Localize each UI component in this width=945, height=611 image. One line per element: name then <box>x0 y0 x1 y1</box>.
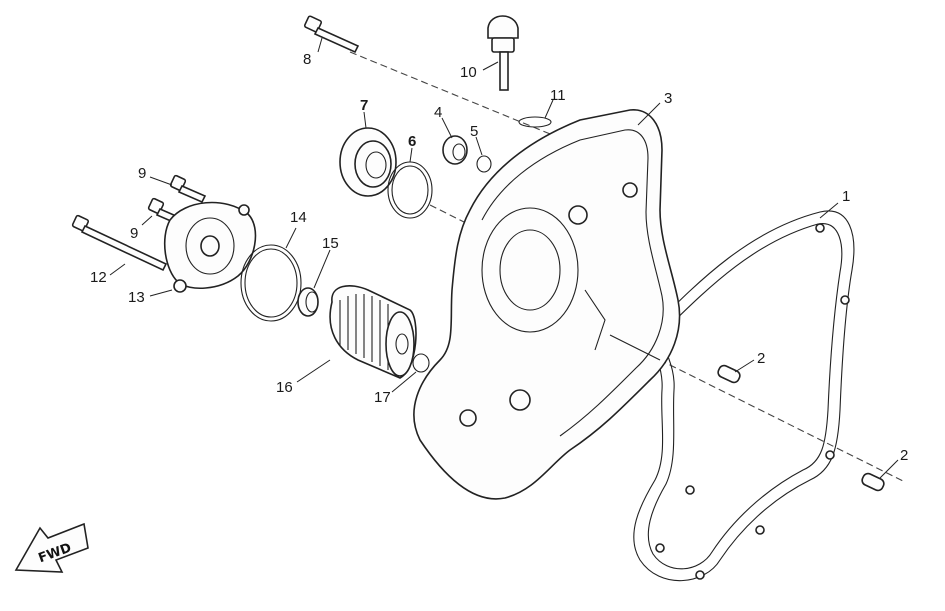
callout-3: 3 <box>664 90 672 107</box>
filter-cover-part-13 <box>163 201 257 293</box>
callout-5: 5 <box>470 123 478 140</box>
plug-part-10 <box>487 15 519 91</box>
callout-9b: 9 <box>130 225 138 242</box>
callout-14: 14 <box>290 209 307 226</box>
o-ring-part-11 <box>518 116 552 128</box>
screw-part-4 <box>442 135 468 165</box>
oil-filter-part-16 <box>329 284 417 379</box>
o-ring-part-14 <box>240 244 302 322</box>
leader-lines <box>109 37 899 479</box>
callout-13: 13 <box>128 289 145 306</box>
bolt-part-9a <box>169 174 207 204</box>
callout-2a: 2 <box>757 350 765 367</box>
callout-9a: 9 <box>138 165 146 182</box>
callout-12: 12 <box>90 269 107 286</box>
spring-part-15 <box>297 287 319 317</box>
gasket-part-1 <box>633 210 855 582</box>
callout-11: 11 <box>550 87 566 104</box>
callout-labels: 1 2 2 3 4 5 6 7 8 9 9 10 11 12 13 14 15 … <box>90 51 908 464</box>
callout-6: 6 <box>408 133 416 150</box>
long-bolt-part-12 <box>71 214 168 272</box>
callout-8: 8 <box>303 51 311 68</box>
callout-1: 1 <box>842 188 850 205</box>
callout-7: 7 <box>360 97 368 114</box>
callout-16: 16 <box>276 379 293 396</box>
callout-15: 15 <box>322 235 339 252</box>
seal-part-7 <box>339 127 397 197</box>
dowel-pin-part-2a <box>717 364 741 384</box>
dowel-pin-part-2b <box>861 472 885 492</box>
callout-10: 10 <box>460 64 477 81</box>
callout-4: 4 <box>434 104 442 121</box>
bolt-part-8 <box>303 15 360 54</box>
washer-part-5 <box>476 155 492 173</box>
o-ring-part-17 <box>412 353 430 373</box>
o-ring-part-6 <box>387 161 433 219</box>
callout-2b: 2 <box>900 447 908 464</box>
callout-17: 17 <box>374 389 391 406</box>
fwd-arrow-icon: FWD <box>14 522 89 573</box>
crankcase-cover-part-3 <box>413 109 681 500</box>
